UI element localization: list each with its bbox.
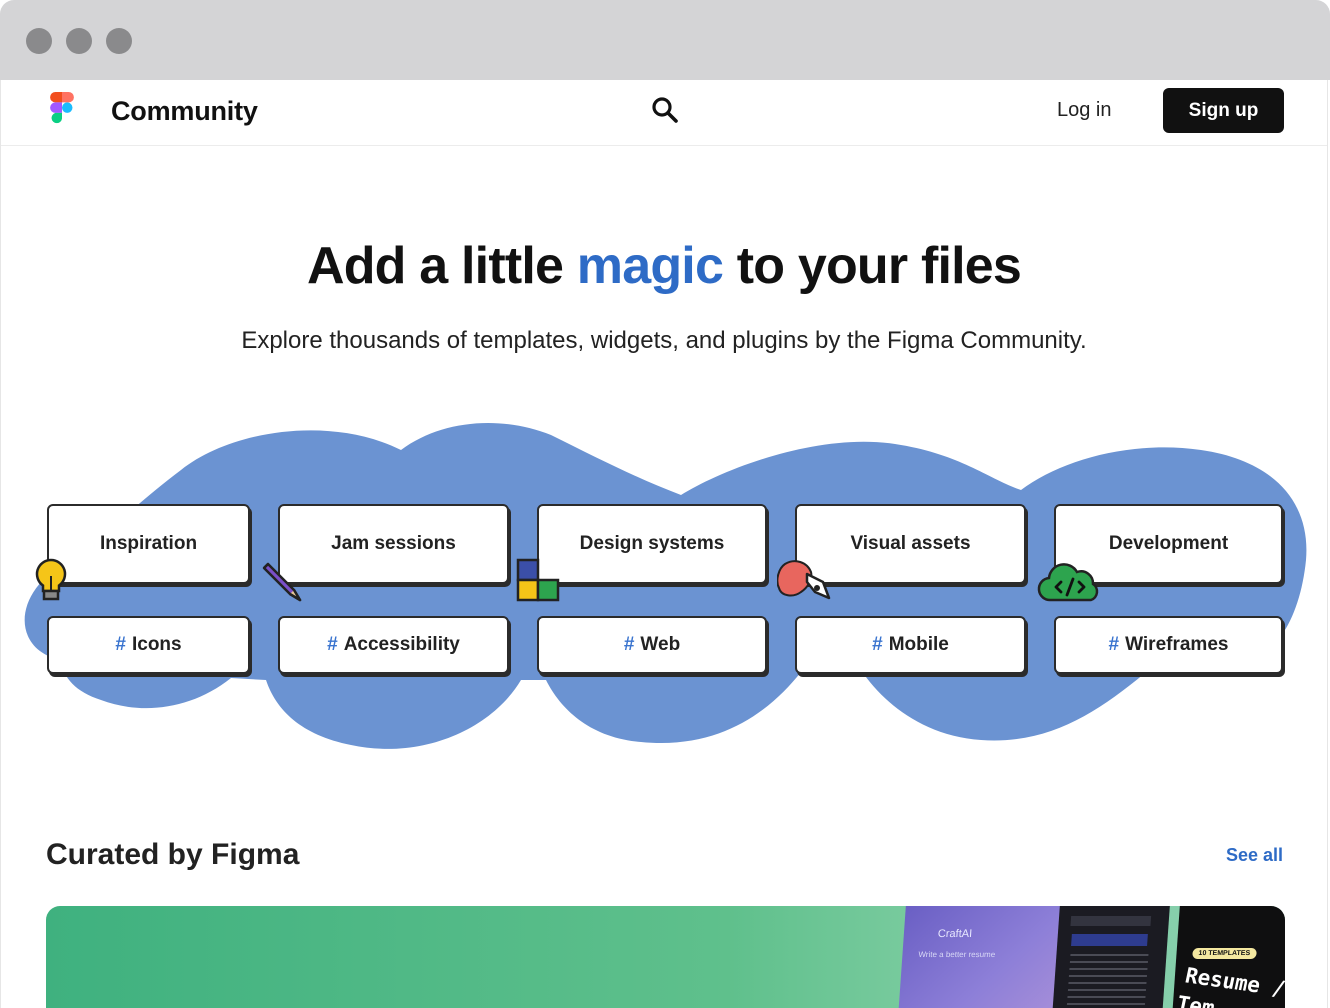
thumbnail-subtitle: Write a better resume: [918, 950, 996, 959]
category-design-systems[interactable]: Design systems: [537, 504, 767, 584]
search-icon[interactable]: [649, 94, 681, 126]
tag-label: Web: [640, 634, 681, 655]
category-label: Inspiration: [99, 533, 198, 554]
category-visual-assets[interactable]: Visual assets: [795, 504, 1026, 584]
category-development[interactable]: Development: [1054, 504, 1283, 584]
page: Community Log in Sign up Add a little ma…: [0, 80, 1328, 1008]
hero-title-part1: Add a little: [306, 237, 577, 295]
category-label: Development: [1108, 533, 1229, 554]
category-label: Visual assets: [850, 533, 971, 554]
curated-thumbnail[interactable]: [1052, 906, 1170, 1008]
hash-symbol: #: [1108, 634, 1120, 655]
hash-symbol: #: [872, 634, 883, 655]
thumbnail-title-line2: Tem: [1174, 991, 1217, 1008]
thumbnail-title: CraftAI: [937, 928, 973, 940]
window-dot: [66, 28, 92, 54]
community-title[interactable]: Community: [111, 96, 258, 126]
category-label: Design systems: [579, 533, 725, 554]
tag-label: Icons: [131, 634, 182, 655]
code-cloud-icon: [1037, 563, 1099, 602]
lightbulb-icon: [35, 558, 67, 601]
screen-button: [1071, 934, 1148, 946]
tag-wireframes[interactable]: #Wireframes: [1054, 616, 1283, 674]
category-jam-sessions[interactable]: Jam sessions: [278, 504, 509, 584]
screen-text-lines: [1066, 954, 1149, 1008]
hero-subtitle: Explore thousands of templates, widgets,…: [241, 327, 1087, 354]
tag-accessibility[interactable]: #Accessibility: [278, 616, 509, 674]
hash-symbol: #: [327, 634, 338, 655]
screen-bar: [1070, 916, 1152, 926]
hero-title-part2: to your files: [723, 237, 1022, 295]
templates-badge: 10 TEMPLATES: [1192, 948, 1257, 959]
curated-thumbnail[interactable]: CraftAI Write a better resume: [898, 906, 1066, 1008]
hash-symbol: #: [115, 634, 126, 655]
window-dot: [26, 28, 52, 54]
category-label: Jam sessions: [331, 533, 456, 554]
hero-title: Add a little magic to your files: [1, 236, 1327, 296]
pen-tool-icon: [777, 560, 831, 600]
tag-mobile[interactable]: #Mobile: [795, 616, 1026, 674]
window-dot: [106, 28, 132, 54]
hero-blob-background: [24, 423, 1307, 749]
category-inspiration[interactable]: Inspiration: [47, 504, 250, 584]
pencil-icon: [262, 562, 302, 602]
hash-symbol: #: [623, 634, 635, 655]
tag-icons[interactable]: #Icons: [47, 616, 250, 674]
tag-label: Wireframes: [1125, 634, 1229, 655]
curated-banner[interactable]: CraftAI Write a better resume 10 TEMPLAT…: [46, 906, 1285, 1008]
tag-label: Accessibility: [343, 634, 460, 655]
curated-section-title: Curated by Figma: [46, 838, 300, 871]
figma-logo-icon[interactable]: [47, 91, 77, 131]
tag-web[interactable]: #Web: [537, 616, 767, 674]
see-all-link[interactable]: See all: [1226, 845, 1284, 865]
browser-window-bar: [0, 0, 1330, 80]
login-link[interactable]: Log in: [1057, 99, 1112, 121]
blocks-icon: [516, 558, 560, 602]
top-nav: Community Log in Sign up: [1, 80, 1327, 146]
curated-thumbnail[interactable]: 10 TEMPLATES Resume / C Tem: [1172, 906, 1285, 1008]
tag-label: Mobile: [888, 634, 949, 655]
hero-title-magic: magic: [576, 237, 724, 295]
signup-button[interactable]: Sign up: [1163, 88, 1284, 133]
